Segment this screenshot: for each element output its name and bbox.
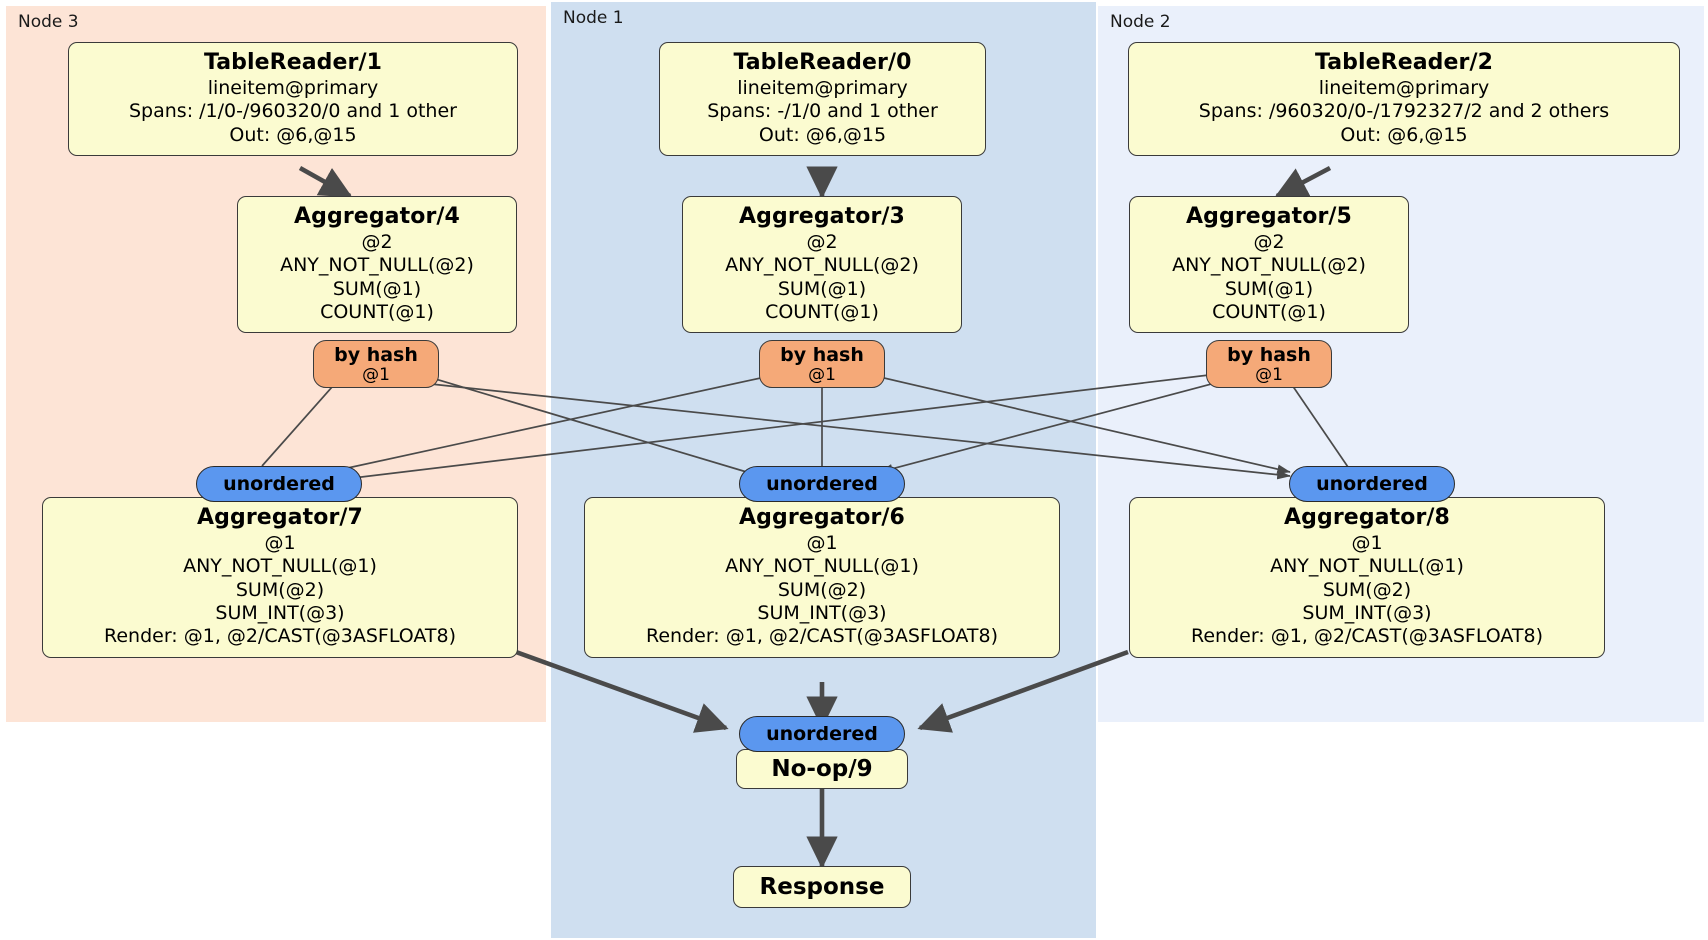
processor-aggregator-4[interactable]: Aggregator/4 @2 ANY_NOT_NULL(@2) SUM(@1)…	[237, 196, 517, 334]
processor-detail-agg-0: ANY_NOT_NULL(@1)	[1270, 555, 1464, 578]
synchronizer-unordered-node-2[interactable]: unordered	[1289, 466, 1455, 502]
processor-detail-table: lineitem@primary	[207, 77, 379, 100]
processor-title: Aggregator/3	[739, 204, 905, 229]
processor-detail-agg-2: COUNT(@1)	[320, 301, 434, 324]
processor-no-op-9[interactable]: No-op/9	[736, 749, 908, 789]
processor-detail-agg-0: ANY_NOT_NULL(@1)	[725, 555, 919, 578]
processor-title: Response	[759, 874, 885, 900]
processor-aggregator-5[interactable]: Aggregator/5 @2 ANY_NOT_NULL(@2) SUM(@1)…	[1129, 196, 1409, 334]
processor-detail-spans: Spans: -/1/0 and 1 other	[707, 100, 938, 123]
synchronizer-unordered-final[interactable]: unordered	[739, 716, 905, 752]
processor-title: Aggregator/7	[197, 505, 363, 530]
processor-detail-render: Render: @1, @2/CAST(@3ASFLOAT8)	[646, 625, 998, 648]
processor-detail-table: lineitem@primary	[1318, 77, 1490, 100]
processor-detail-spans: Spans: /960320/0-/1792327/2 and 2 others	[1198, 100, 1610, 123]
processor-detail-agg-2: SUM_INT(@3)	[757, 602, 887, 625]
processor-detail-groupcol: @1	[264, 532, 296, 555]
processor-title: Aggregator/5	[1186, 204, 1352, 229]
processor-title: Aggregator/4	[294, 204, 460, 229]
node-panel-label-node-1: Node 1	[563, 8, 624, 28]
processor-detail-groupcol: @1	[1351, 532, 1383, 555]
processor-aggregator-7[interactable]: Aggregator/7 @1 ANY_NOT_NULL(@1) SUM(@2)…	[42, 497, 518, 658]
router-title: by hash	[780, 344, 864, 366]
processor-title: Aggregator/8	[1284, 505, 1450, 530]
processor-title: No-op/9	[771, 756, 873, 782]
processor-detail-agg-2: COUNT(@1)	[1212, 301, 1326, 324]
processor-detail-out: Out: @6,@15	[758, 123, 887, 146]
processor-detail-spans: Spans: /1/0-/960320/0 and 1 other	[129, 100, 457, 123]
processor-detail-out: Out: @6,@15	[229, 123, 357, 146]
synchronizer-label: unordered	[766, 723, 878, 745]
router-title: by hash	[1227, 344, 1311, 366]
processor-aggregator-6[interactable]: Aggregator/6 @1 ANY_NOT_NULL(@1) SUM(@2)…	[584, 497, 1060, 658]
processor-detail-groupcol: @2	[1253, 231, 1285, 254]
processor-detail-agg-2: SUM_INT(@3)	[1302, 602, 1432, 625]
processor-title: TableReader/1	[203, 50, 383, 75]
synchronizer-label: unordered	[766, 473, 878, 495]
router-column: @1	[1255, 364, 1283, 385]
router-column: @1	[362, 364, 390, 385]
node-panel-label-node-3: Node 3	[18, 12, 79, 32]
processor-detail-agg-1: SUM(@2)	[1322, 578, 1412, 601]
processor-title: Aggregator/6	[739, 505, 905, 530]
processor-detail-agg-0: ANY_NOT_NULL(@1)	[183, 555, 377, 578]
processor-detail-agg-1: SUM(@1)	[1224, 277, 1314, 300]
processor-detail-groupcol: @2	[806, 231, 838, 254]
processor-detail-groupcol: @2	[361, 231, 393, 254]
processor-aggregator-8[interactable]: Aggregator/8 @1 ANY_NOT_NULL(@1) SUM(@2)…	[1129, 497, 1605, 658]
processor-response[interactable]: Response	[733, 866, 911, 908]
router-title: by hash	[334, 344, 418, 366]
synchronizer-unordered-node-3[interactable]: unordered	[196, 466, 362, 502]
processor-table-reader-1[interactable]: TableReader/1 lineitem@primary Spans: /1…	[68, 42, 518, 157]
router-by-hash-node-3[interactable]: by hash @1	[313, 340, 439, 388]
processor-detail-agg-2: COUNT(@1)	[765, 301, 879, 324]
processor-detail-agg-0: ANY_NOT_NULL(@2)	[1172, 254, 1366, 277]
processor-detail-agg-2: SUM_INT(@3)	[215, 602, 345, 625]
processor-title: TableReader/2	[1314, 50, 1494, 75]
router-by-hash-node-1[interactable]: by hash @1	[759, 340, 885, 388]
processor-detail-groupcol: @1	[806, 532, 838, 555]
synchronizer-label: unordered	[1316, 473, 1428, 495]
processor-detail-render: Render: @1, @2/CAST(@3ASFLOAT8)	[1191, 625, 1543, 648]
processor-detail-render: Render: @1, @2/CAST(@3ASFLOAT8)	[104, 625, 456, 648]
router-column: @1	[808, 364, 836, 385]
processor-detail-agg-0: ANY_NOT_NULL(@2)	[280, 254, 474, 277]
processor-detail-table: lineitem@primary	[737, 77, 908, 100]
processor-table-reader-2[interactable]: TableReader/2 lineitem@primary Spans: /9…	[1128, 42, 1680, 157]
processor-detail-agg-1: SUM(@1)	[777, 277, 867, 300]
processor-aggregator-3[interactable]: Aggregator/3 @2 ANY_NOT_NULL(@2) SUM(@1)…	[682, 196, 962, 334]
processor-detail-agg-1: SUM(@1)	[332, 277, 422, 300]
processor-detail-agg-1: SUM(@2)	[235, 578, 325, 601]
router-by-hash-node-2[interactable]: by hash @1	[1206, 340, 1332, 388]
synchronizer-label: unordered	[223, 473, 335, 495]
processor-detail-agg-0: ANY_NOT_NULL(@2)	[725, 254, 919, 277]
processor-detail-agg-1: SUM(@2)	[777, 578, 867, 601]
processor-title: TableReader/0	[733, 50, 912, 75]
synchronizer-unordered-node-1[interactable]: unordered	[739, 466, 905, 502]
node-panel-label-node-2: Node 2	[1110, 12, 1171, 32]
processor-detail-out: Out: @6,@15	[1340, 123, 1468, 146]
processor-table-reader-0[interactable]: TableReader/0 lineitem@primary Spans: -/…	[659, 42, 986, 157]
